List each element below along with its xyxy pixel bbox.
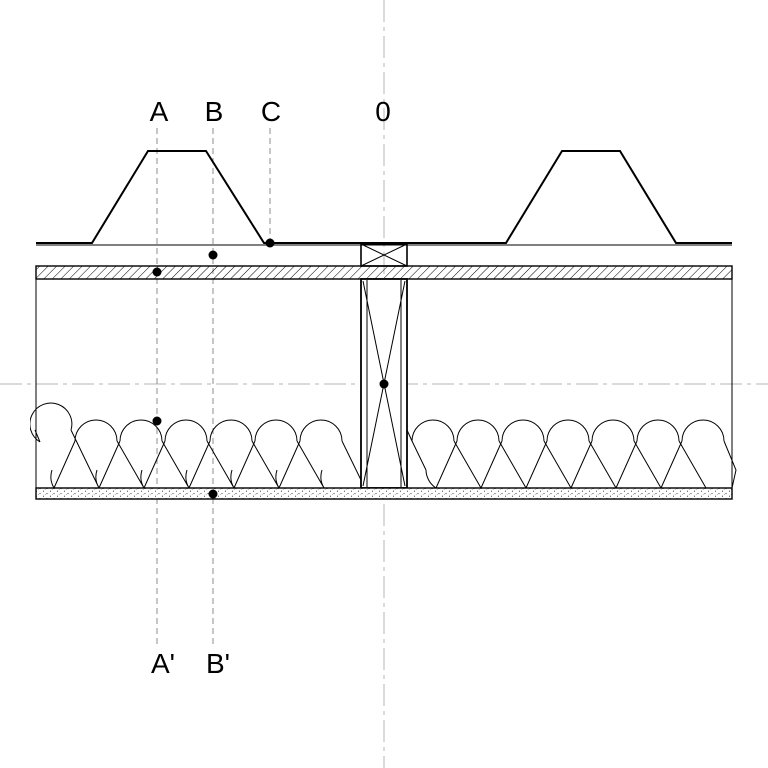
point-zero-marker <box>379 379 389 389</box>
label-a: A <box>150 96 169 127</box>
insulation-right <box>407 419 737 489</box>
point-b-marker <box>208 250 218 260</box>
point-b-prime-marker <box>208 489 218 499</box>
label-b-prime: B' <box>206 648 230 679</box>
label-a-prime: A' <box>151 648 175 679</box>
trapezoidal-sheet-profile <box>36 150 732 244</box>
label-b: B <box>205 96 224 127</box>
hatched-board-layer <box>35 265 733 280</box>
label-zero: 0 <box>375 96 391 127</box>
insulation-left <box>30 402 361 489</box>
point-c-marker <box>265 238 275 248</box>
point-a-prime-marker <box>152 416 162 426</box>
point-a-marker <box>152 267 162 277</box>
stippled-board-layer <box>35 487 733 500</box>
label-c: C <box>261 96 281 127</box>
